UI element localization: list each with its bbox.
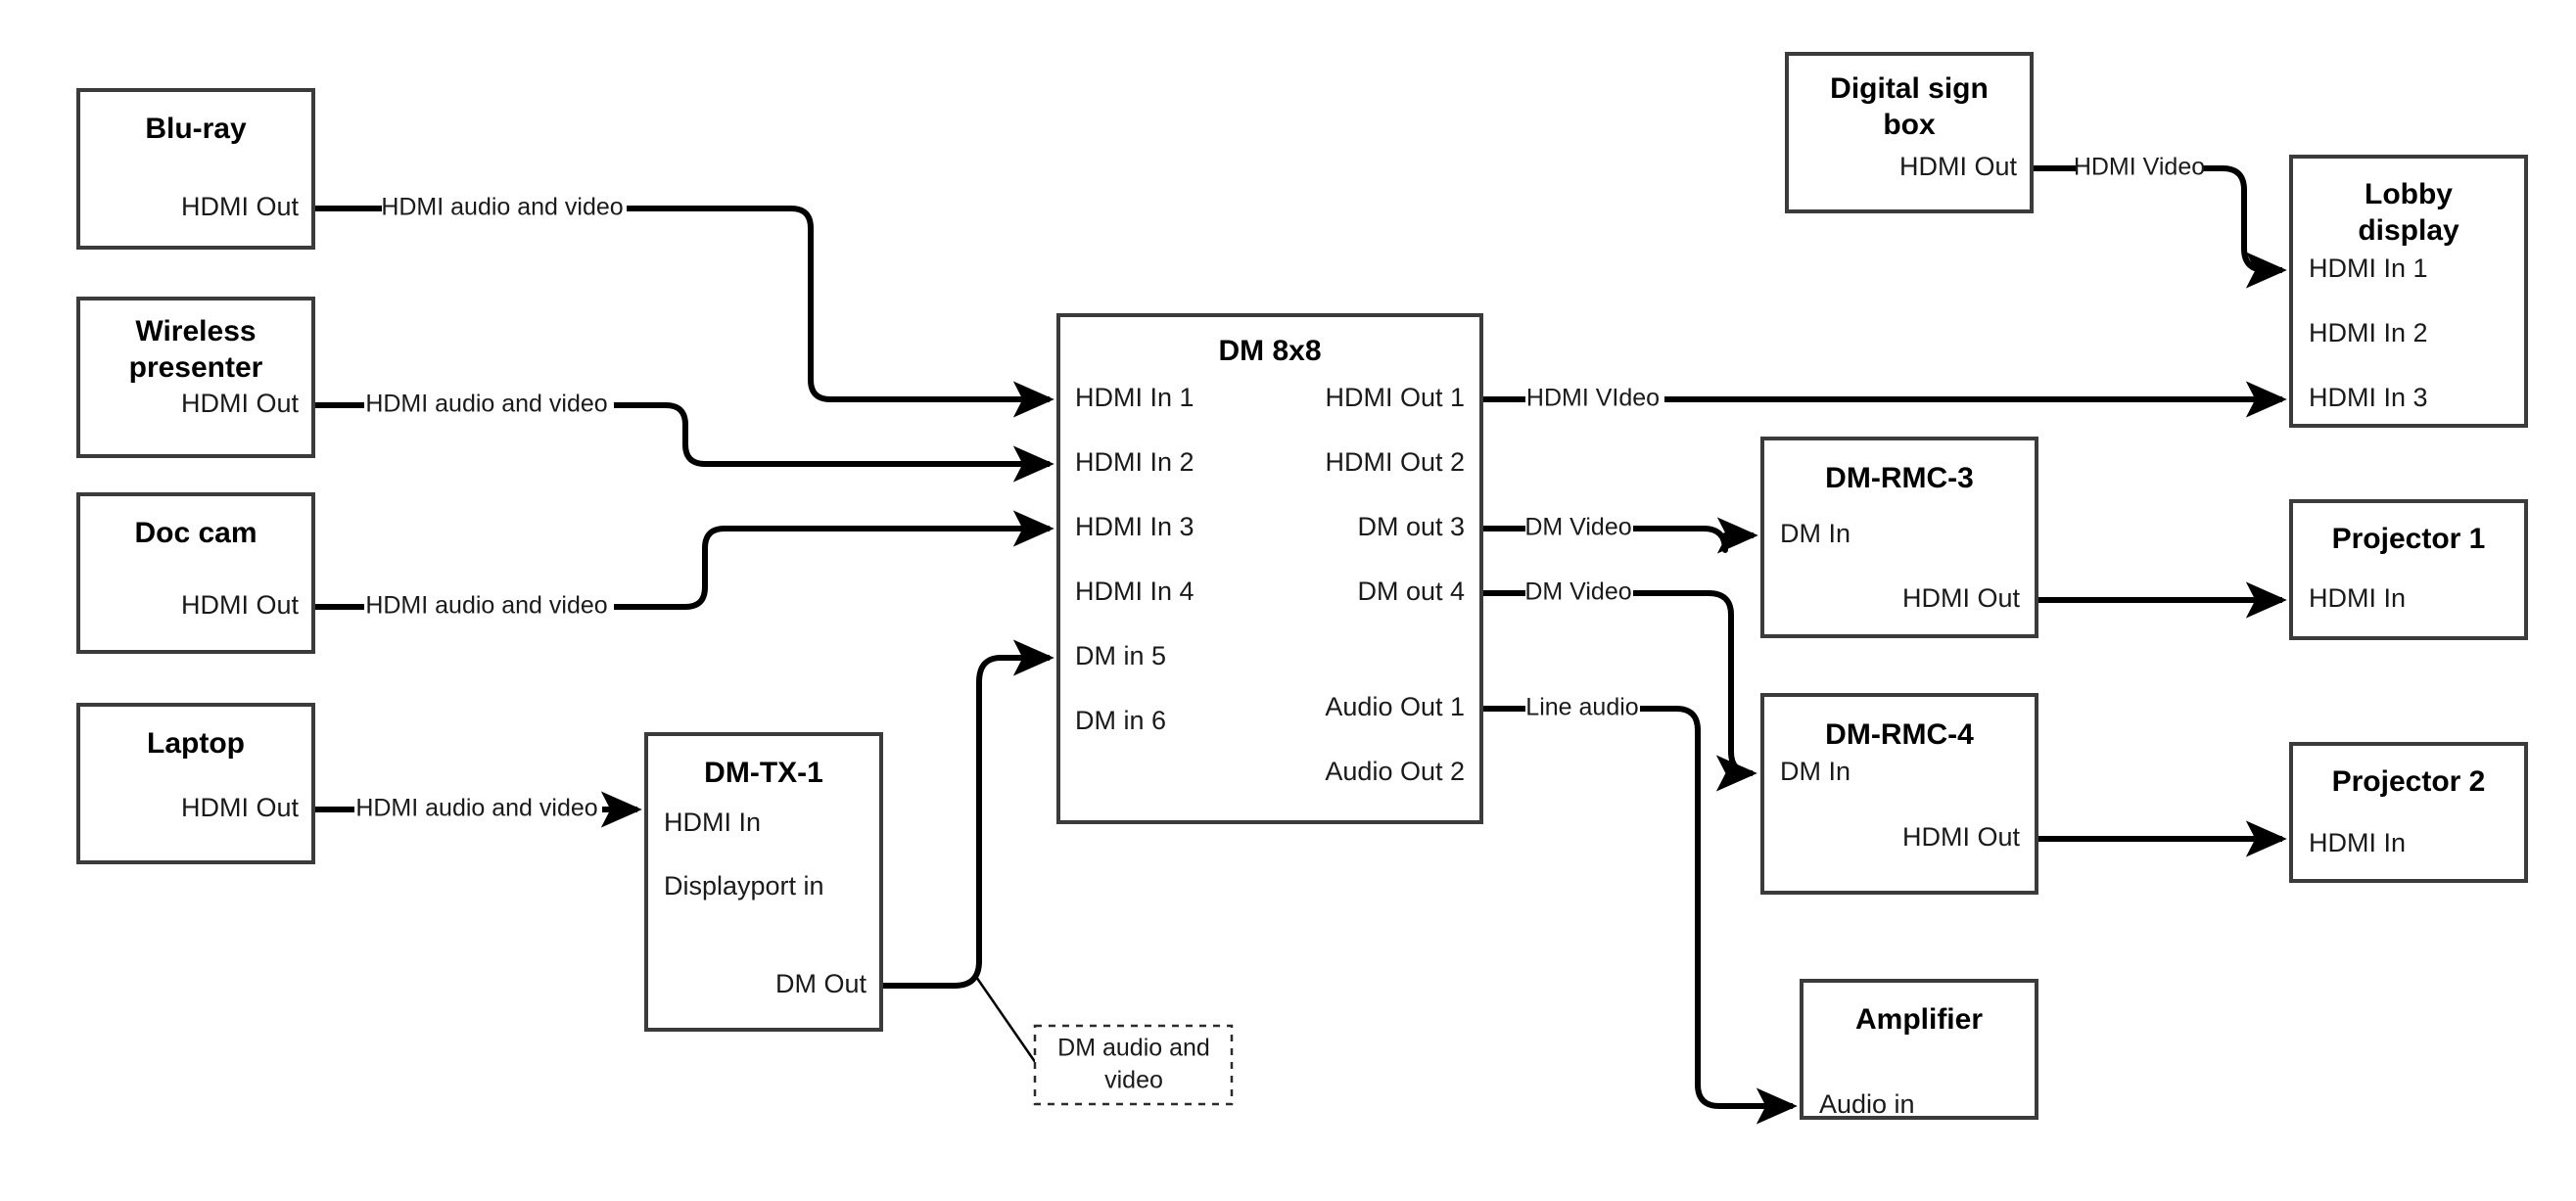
port-projector-2-hdmi-in: HDMI In: [2309, 828, 2406, 857]
node-dm-rmc-3[interactable]: [1760, 437, 2038, 638]
port-dm-rmc-3-dm-in: DM In: [1780, 519, 1850, 548]
port-dm-8x8-dm-out-4: DM out 4: [1357, 577, 1465, 606]
callout-text-group: DM audio and video: [1057, 1035, 1210, 1094]
callout-dm-audio-video-line1: DM audio and: [1057, 1035, 1210, 1062]
port-dm-8x8-hdmi-in-2: HDMI In 2: [1075, 447, 1194, 477]
node-dm-rmc-4[interactable]: [1760, 693, 2038, 895]
node-laptop[interactable]: [76, 703, 315, 864]
node-title-dm-rmc-4: DM-RMC-4: [1825, 718, 1974, 751]
edge-label-dm-hdmi-out-1-to-lobby: HDMI VIdeo: [1526, 385, 1660, 412]
node-projector-1[interactable]: [2289, 499, 2528, 640]
wire-dm-out-4-to-rmc4: [1481, 590, 1753, 773]
wire-dmtx-to-dm-in-5: [883, 639, 1054, 989]
node-title-wireless-presenter-line2: presenter: [129, 351, 263, 384]
node-title-wireless-presenter-line1: Wireless: [135, 315, 256, 347]
wire-doccam-to-dm-in-3: [315, 529, 1050, 610]
node-wireless-presenter[interactable]: [76, 297, 315, 458]
node-title-lobby-display-line2: display: [2358, 214, 2459, 247]
port-dm-tx-1-hdmi-in: HDMI In: [664, 808, 761, 837]
port-projector-1-hdmi-in: HDMI In: [2309, 583, 2406, 613]
edge-label-bluray-to-dm-in-1: HDMI audio and video: [381, 194, 623, 221]
port-dm-rmc-4-hdmi-out: HDMI Out: [1902, 822, 2021, 852]
edge-label-audio-out-1-to-amplifier: Line audio: [1525, 694, 1638, 721]
edge-label-dm-out-4-to-rmc4: DM Video: [1524, 578, 1631, 606]
port-lobby-display-hdmi-in-3: HDMI In 3: [2309, 383, 2428, 412]
port-labels-group: HDMI Out HDMI Out HDMI Out HDMI Out HDMI…: [181, 152, 2428, 1119]
port-wireless-presenter-hdmi-out: HDMI Out: [181, 389, 300, 418]
node-digital-sign-box[interactable]: [1785, 52, 2034, 213]
port-dm-rmc-3-hdmi-out: HDMI Out: [1902, 583, 2021, 613]
port-dm-8x8-hdmi-in-3: HDMI In 3: [1075, 512, 1194, 541]
node-bluray[interactable]: [76, 88, 315, 250]
node-title-laptop: Laptop: [147, 727, 245, 760]
node-projector-2[interactable]: [2289, 742, 2528, 883]
port-digital-sign-box-hdmi-out: HDMI Out: [1899, 152, 2018, 181]
callout-leader-line: [972, 973, 1042, 1070]
node-amplifier[interactable]: [1800, 979, 2038, 1120]
node-dm-8x8[interactable]: [1056, 313, 1483, 824]
callout-dm-audio-video: [1033, 1024, 1234, 1106]
edge-label-dm-out-3-to-rmc3: DM Video: [1524, 514, 1631, 541]
port-dm-tx-1-dm-out: DM Out: [775, 969, 867, 998]
wire-wireless-to-dm-in-2: [315, 402, 1050, 464]
port-dm-8x8-dm-in-5: DM in 5: [1075, 641, 1166, 670]
port-dm-rmc-4-dm-in: DM In: [1780, 757, 1850, 786]
node-title-dm-rmc-3: DM-RMC-3: [1825, 462, 1974, 494]
node-title-projector-1: Projector 1: [2332, 523, 2486, 555]
edge-labels-group: HDMI audio and video HDMI audio and vide…: [355, 154, 2205, 822]
node-title-dm-tx-1: DM-TX-1: [704, 757, 823, 789]
node-titles-group: Blu-ray Wireless presenter Doc cam Lapto…: [129, 72, 2486, 1036]
wire-sign-box-to-lobby-in-1: [2034, 165, 2282, 270]
port-dm-8x8-dm-in-6: DM in 6: [1075, 706, 1166, 735]
wire-dm-out-3-to-rmc3: [1481, 529, 1754, 550]
port-dm-8x8-hdmi-in-4: HDMI In 4: [1075, 577, 1194, 606]
node-title-bluray: Blu-ray: [145, 113, 247, 145]
node-title-lobby-display-line1: Lobby: [2365, 178, 2453, 210]
node-title-digital-sign-box-line1: Digital sign: [1830, 72, 1989, 105]
port-bluray-hdmi-out: HDMI Out: [181, 192, 300, 221]
node-title-projector-2: Projector 2: [2332, 765, 2486, 798]
callout-dm-audio-video-line2: video: [1104, 1067, 1163, 1094]
port-doc-cam-hdmi-out: HDMI Out: [181, 590, 300, 620]
port-dm-8x8-dm-out-3: DM out 3: [1357, 512, 1465, 541]
edge-label-sign-box-to-lobby: HDMI Video: [2074, 154, 2205, 181]
node-lobby-display[interactable]: [2289, 155, 2528, 428]
node-doc-cam[interactable]: [76, 492, 315, 654]
edge-label-wireless-to-dm-in-2: HDMI audio and video: [365, 391, 607, 418]
node-title-doc-cam: Doc cam: [134, 517, 257, 549]
port-dm-8x8-hdmi-out-1: HDMI Out 1: [1325, 383, 1465, 412]
wire-audio-out-1-to-amplifier: [1481, 706, 1793, 1106]
edge-label-doccam-to-dm-in-3: HDMI audio and video: [365, 592, 607, 620]
port-dm-8x8-audio-out-2: Audio Out 2: [1325, 757, 1465, 786]
port-dm-8x8-hdmi-out-2: HDMI Out 2: [1325, 447, 1465, 477]
nodes-group: [76, 52, 2528, 1120]
node-title-amplifier: Amplifier: [1855, 1003, 1983, 1036]
node-dm-tx-1[interactable]: [644, 732, 883, 1032]
port-lobby-display-hdmi-in-1: HDMI In 1: [2309, 254, 2428, 283]
connections-group: [315, 165, 2282, 1106]
node-title-dm-8x8: DM 8x8: [1218, 335, 1321, 367]
port-laptop-hdmi-out: HDMI Out: [181, 793, 300, 822]
node-title-digital-sign-box-line2: box: [1883, 109, 1936, 141]
port-lobby-display-hdmi-in-2: HDMI In 2: [2309, 318, 2428, 347]
port-dm-8x8-hdmi-in-1: HDMI In 1: [1075, 383, 1194, 412]
wire-bluray-to-dm-in-1: [315, 206, 1050, 399]
port-dm-8x8-audio-out-1: Audio Out 1: [1325, 692, 1465, 721]
edge-label-laptop-to-dmtx: HDMI audio and video: [355, 795, 597, 822]
port-dm-tx-1-displayport-in: Displayport in: [664, 871, 824, 901]
port-amplifier-audio-in: Audio in: [1819, 1089, 1915, 1119]
